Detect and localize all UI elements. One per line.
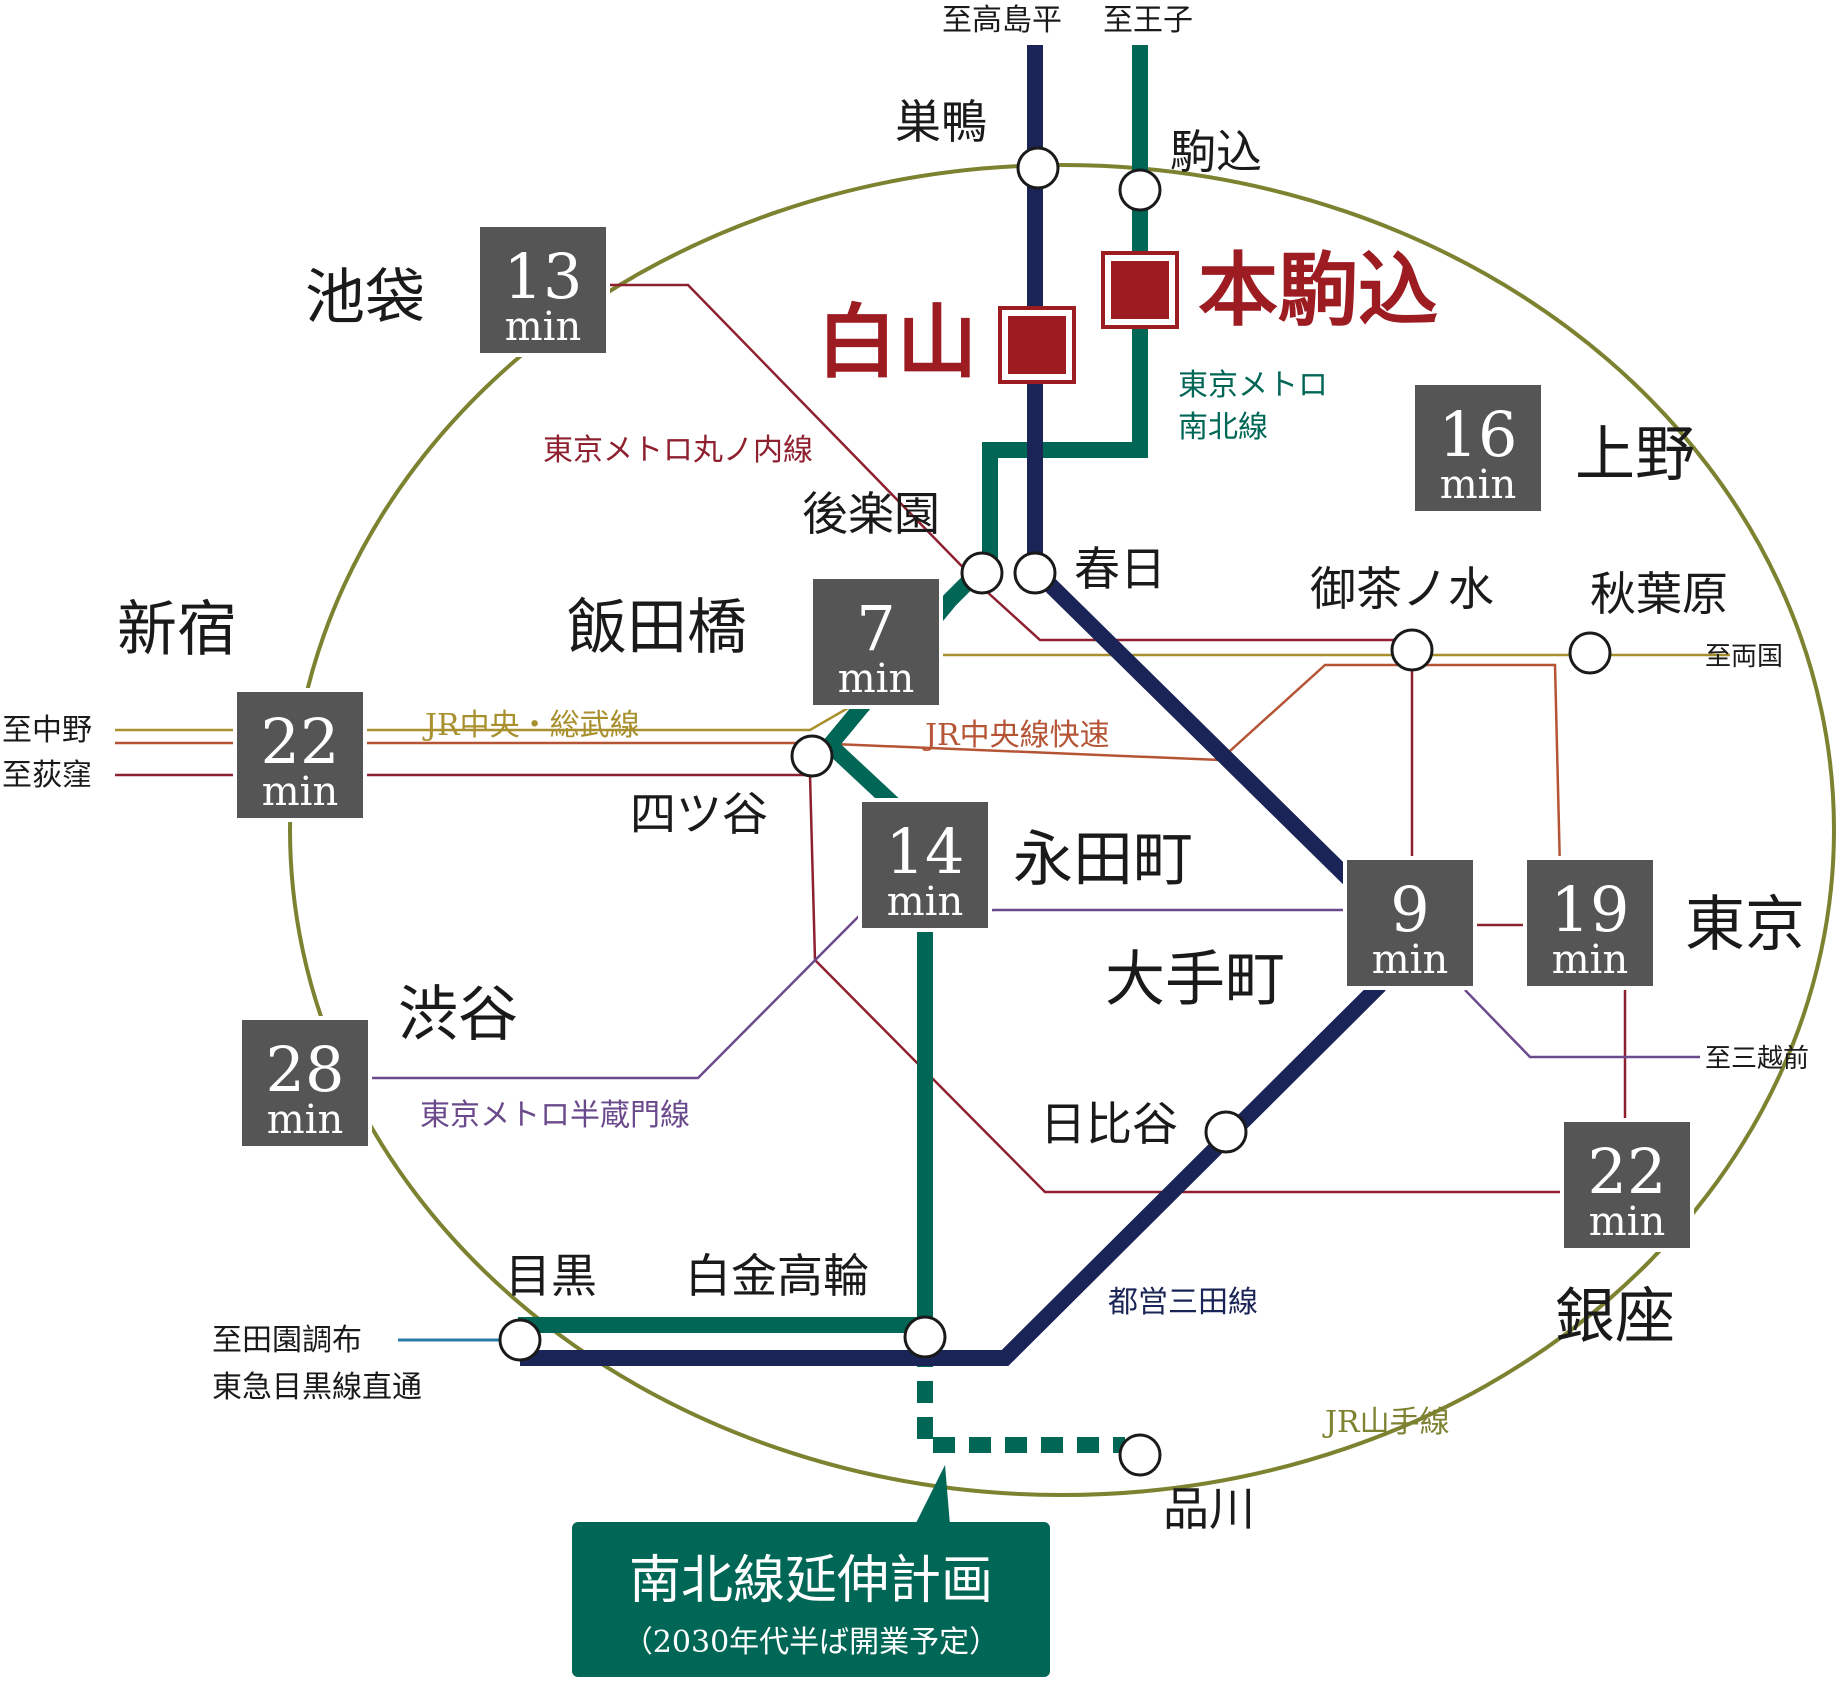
hakusan-label: 白山 [817,295,977,389]
label-ochanomizu: 御茶ノ水 [1310,562,1494,616]
dir-oji: 至王子 [1103,3,1193,38]
station-meguro [498,1318,542,1362]
label-chuo-rapid: JR中央線快速 [922,718,1110,753]
label-mita: 都営三田線 [1108,1285,1258,1320]
label-hibiya: 日比谷 [1040,1097,1178,1151]
station-kasuga [1013,551,1057,595]
label-namboku-1: 東京メトロ [1178,368,1328,403]
dest-box-shinjuku: 22 min [233,688,367,822]
dest-name-otemachi: 大手町 [1105,945,1285,1015]
dest-box-nagatacho: 14 min [858,798,992,932]
label-korakuen: 後楽園 [802,487,940,541]
dest-name-tokyo: 東京 [1685,890,1805,960]
label-hanzomon: 東京メトロ半蔵門線 [420,1098,690,1133]
station-hibiya [1204,1110,1248,1154]
dir-nakano: 至中野 [2,713,92,748]
label-chuo-sobu: JR中央・総武線 [422,708,640,743]
svg-text:22: 22 [1588,1135,1667,1208]
dest-name-ginza: 銀座 [1555,1282,1675,1352]
yamanote-loop [288,163,1836,1497]
dest-box-tokyo: 19 min [1523,856,1657,990]
dest-name-shibuya: 渋谷 [398,980,518,1050]
label-meguro: 目黒 [505,1249,597,1303]
dest-name-iidabashi: 飯田橋 [567,593,747,663]
dest-name-shinjuku: 新宿 [117,595,237,665]
svg-text:13: 13 [504,240,583,313]
station-shinagawa [1118,1433,1162,1477]
svg-text:min: min [1440,462,1516,508]
station-yotsuya [790,734,834,778]
dest-box-shibuya: 28 min [238,1016,372,1150]
dir-denenchofu: 至田園調布 [212,1323,362,1358]
station-akihabara [1568,631,1612,675]
svg-text:28: 28 [266,1033,345,1106]
svg-text:22: 22 [261,705,340,778]
label-komagome: 駒込 [1170,125,1262,179]
svg-text:14: 14 [886,815,965,888]
honkomagome-label: 本駒込 [1198,243,1438,337]
dir-ogikubo: 至荻窪 [2,758,92,793]
dir-takashimadaira: 至高島平 [942,3,1062,38]
station-korakuen [960,551,1004,595]
label-yamanote: JR山手線 [1322,1405,1450,1440]
svg-text:min: min [838,656,914,702]
label-kasuga: 春日 [1074,542,1166,596]
label-akihabara: 秋葉原 [1590,567,1728,621]
extension-note: （2030年代半ば開業予定） [623,1625,999,1660]
mita-line-south [520,979,1386,1366]
svg-text:19: 19 [1551,873,1630,946]
svg-text:min: min [267,1097,343,1143]
hakusan-marker-fill [1008,316,1066,374]
hanzomon-east [1464,989,1700,1059]
extension-callout: 南北線延伸計画 （2030年代半ば開業予定） [572,1465,1050,1677]
label-sugamo: 巣鴨 [895,95,987,149]
svg-text:min: min [1589,1199,1665,1245]
svg-text:min: min [505,304,581,350]
svg-text:16: 16 [1439,398,1518,471]
dir-tokyu-meguro: 東急目黒線直通 [212,1370,422,1405]
station-komagome [1118,168,1162,212]
dir-ryogoku: 至両国 [1705,642,1783,672]
honkomagome-marker-fill [1111,261,1169,319]
label-marunouchi: 東京メトロ丸ノ内線 [543,433,813,468]
dest-box-iidabashi: 7 min [809,575,943,709]
label-namboku-2: 南北線 [1178,410,1268,445]
extension-title: 南北線延伸計画 [629,1551,993,1611]
label-shinagawa: 品川 [1163,1482,1255,1536]
dest-name-ikebukuro: 池袋 [305,263,425,333]
svg-text:min: min [1372,937,1448,983]
label-yotsuya: 四ツ谷 [630,787,768,841]
dest-name-nagatacho: 永田町 [1013,825,1193,895]
namboku-extension-line [917,1345,1125,1453]
svg-text:9: 9 [1390,873,1429,946]
station-shirokane [903,1315,947,1359]
svg-text:min: min [887,879,963,925]
dir-mitsukoshimae: 至三越前 [1705,1044,1809,1074]
dest-box-otemachi: 9 min [1343,856,1477,990]
dest-box-ueno: 16 min [1411,381,1545,515]
dest-box-ikebukuro: 13 min [476,223,610,357]
svg-text:min: min [262,769,338,815]
chuo-rapid-line [115,663,1562,871]
dest-box-ginza: 22 min [1560,1118,1694,1252]
svg-text:min: min [1552,937,1628,983]
dest-name-ueno: 上野 [1575,420,1695,490]
label-shirokane: 白金高輪 [685,1249,869,1303]
station-ochanomizu [1390,628,1434,672]
svg-text:7: 7 [856,592,895,665]
station-sugamo [1016,146,1060,190]
